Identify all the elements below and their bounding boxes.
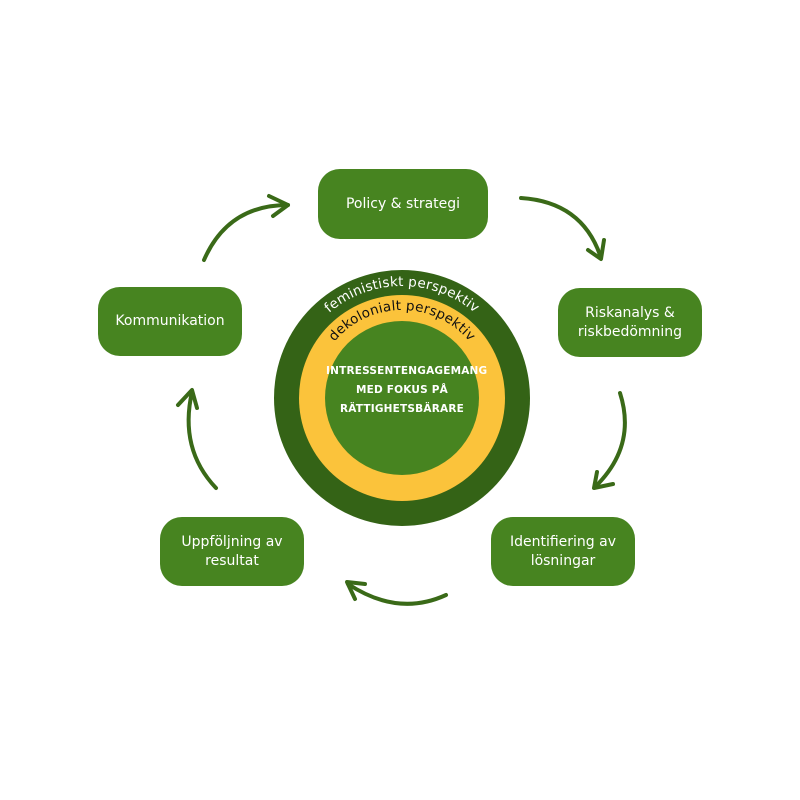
step-follow-up-results[interactable]: Uppföljning av resultat xyxy=(160,517,304,586)
curved-arrow-icon xyxy=(519,196,606,261)
step-label: Kommunikation xyxy=(115,313,225,329)
step-label: Uppföljning av resultat xyxy=(181,533,283,569)
core-line: MED FOKUS PÅ xyxy=(355,384,448,396)
curved-arrow-icon xyxy=(345,580,448,606)
curved-arrow-icon xyxy=(592,391,627,490)
step-label: Riskanalys & riskbedömning xyxy=(577,304,683,340)
inner-core-circle xyxy=(325,321,479,475)
step-communication[interactable]: Kommunikation xyxy=(98,287,242,356)
curved-arrow-icon xyxy=(202,194,290,262)
step-identify-solutions[interactable]: Identifiering av lösningar xyxy=(491,517,635,586)
step-risk-analysis[interactable]: Riskanalys & riskbedömning xyxy=(558,288,702,357)
core-line: INTRESSENTENGAGEMANG xyxy=(326,365,488,377)
step-label: Identifiering av lösningar xyxy=(509,533,617,569)
step-label: Policy & strategi xyxy=(345,195,461,212)
step-policy-strategy[interactable]: Policy & strategi xyxy=(318,169,488,239)
curved-arrow-icon xyxy=(176,388,218,490)
core-line: RÄTTIGHETSBÄRARE xyxy=(340,403,464,415)
core-focus-text: INTRESSENTENGAGEMANG MED FOKUS PÅ RÄTTIG… xyxy=(326,362,488,419)
